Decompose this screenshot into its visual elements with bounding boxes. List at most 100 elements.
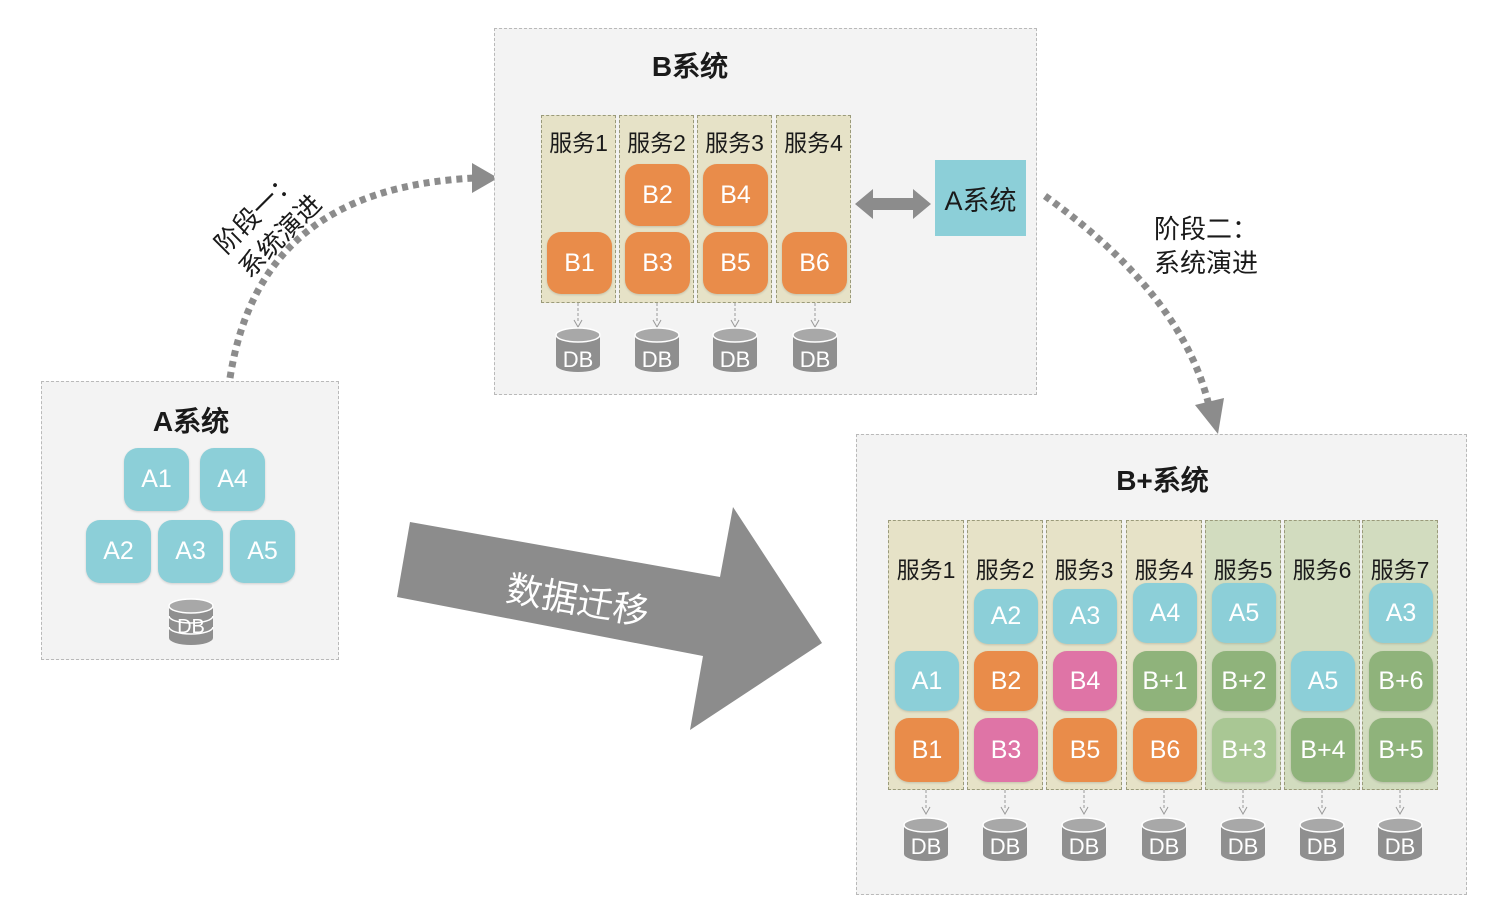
a-module-block: A4 [200,448,265,511]
bplus-module-block: B5 [1053,718,1117,782]
b-service-column-4: 服务4 B6 [776,115,851,303]
bplus-service-label: 服务5 [1213,557,1273,583]
b-db-4: DB [791,303,839,380]
b-db-3: DB [711,303,759,380]
database-icon [903,790,949,861]
b-service-column-2: 服务2 B2 B3 [619,115,694,303]
a-module-block: A2 [86,520,151,583]
bplus-system-title: B+系统 [1116,465,1209,496]
b-db-1: DB [554,303,602,380]
bplus-service-column-7: 服务7 A3 B+6 B+5 [1362,520,1438,790]
bplus-service-column-2: 服务2 A2 B2 B3 [967,520,1043,790]
b-module-block: B1 [547,232,612,294]
bplus-module-block: B+3 [1212,718,1276,782]
bidirectional-arrow-icon [855,189,931,219]
b-db-group: DB DB DB DB [495,303,895,383]
bplus-service-label: 服务6 [1292,557,1352,583]
b-service-label: 服务4 [784,130,843,156]
db-label: DB [910,834,942,859]
bplus-module-block: B+4 [1291,718,1355,782]
bplus-db-6: DB [1298,790,1346,869]
a-module-block: A1 [124,448,189,511]
db-label: DB [799,347,831,372]
bplus-module-block: B6 [1133,718,1197,782]
database-icon [1299,790,1345,861]
database-icon [634,303,680,372]
b-service-column-1: 服务1 B1 [541,115,616,303]
db-label: DB [1384,834,1416,859]
database-icon [982,790,1028,861]
stage-one-arrow-head [472,163,498,193]
bplus-module-block: B3 [974,718,1038,782]
database-icon [1141,790,1187,861]
bplus-db-4: DB [1140,790,1188,869]
db-label: DB [177,616,205,638]
bplus-service-column-1: 服务1 A1 B1 [888,520,964,790]
bplus-service-label: 服务7 [1370,557,1430,583]
migration-arrow [397,507,822,730]
bplus-service-column-3: 服务3 A3 B4 B5 [1046,520,1122,790]
bplus-db-1: DB [902,790,950,869]
bplus-module-block: B4 [1053,651,1117,711]
b-system-title: B系统 [651,51,729,82]
b-service-column-3: 服务3 B4 B5 [697,115,772,303]
a-db: DB [167,598,215,648]
stage-two-label: 阶段二： 系统演进 [1154,212,1258,280]
bplus-module-block: B+5 [1369,718,1433,782]
b-module-block: B4 [703,164,768,226]
bplus-db-2: DB [981,790,1029,869]
bplus-module-block: B1 [895,718,959,782]
bplus-service-label: 服务3 [1054,557,1114,583]
database-icon [792,303,838,372]
database-icon [168,598,214,645]
database-icon [1377,790,1423,861]
stage-two-arrow-head [1195,398,1224,434]
bplus-module-block: A3 [1369,583,1433,643]
bplus-module-block: B+6 [1369,651,1433,711]
a-system-panel: A系统 A1 A4 A2 A3 A5 DB [41,381,339,660]
bplus-module-block: B+1 [1133,651,1197,711]
database-icon [555,303,601,372]
database-icon [712,303,758,372]
b-module-block: B3 [625,232,690,294]
b-module-block: B6 [782,232,847,294]
bplus-service-column-6: 服务6 A5 B+4 [1284,520,1360,790]
bplus-db-5: DB [1219,790,1267,869]
bplus-module-block: A4 [1133,583,1197,643]
bplus-service-label: 服务4 [1134,557,1194,583]
stage-two-line1: 阶段二： [1154,214,1259,244]
bplus-module-block: A2 [974,589,1038,644]
b-system-panel: B系统 服务1 B1 服务2 B2 B3 服务3 B4 B5 服务4 B6 A系… [494,28,1037,395]
db-label: DB [1227,834,1259,859]
bplus-db-7: DB [1376,790,1424,869]
database-icon [1061,790,1107,861]
db-label: DB [641,347,673,372]
db-label: DB [1068,834,1100,859]
database-icon [1220,790,1266,861]
db-label: DB [1306,834,1338,859]
db-label: DB [562,347,594,372]
a-module-block: A3 [158,520,223,583]
bplus-module-block: B+2 [1212,651,1276,711]
bplus-module-block: A5 [1291,651,1355,711]
b-module-block: B5 [703,232,768,294]
stage-one-arrow [226,174,476,379]
a-system-box: A系统 [935,160,1026,236]
db-label: DB [1148,834,1180,859]
bplus-db-group: DB DB DB DB DB DB DB [857,790,1468,870]
b-service-label: 服务2 [627,130,686,156]
db-label: DB [989,834,1021,859]
stage-two-arrow [1042,193,1214,411]
bplus-db-3: DB [1060,790,1108,869]
b-db-2: DB [633,303,681,380]
a-module-block: A5 [230,520,295,583]
b-module-block: B2 [625,164,690,226]
bplus-module-block: A5 [1212,583,1276,643]
b-service-label: 服务3 [705,130,764,156]
bplus-service-column-4: 服务4 A4 B+1 B6 [1126,520,1202,790]
b-service-label: 服务1 [549,130,608,156]
bplus-module-block: B2 [974,651,1038,711]
bplus-module-block: A3 [1053,589,1117,644]
bplus-service-column-5: 服务5 A5 B+2 B+3 [1205,520,1281,790]
